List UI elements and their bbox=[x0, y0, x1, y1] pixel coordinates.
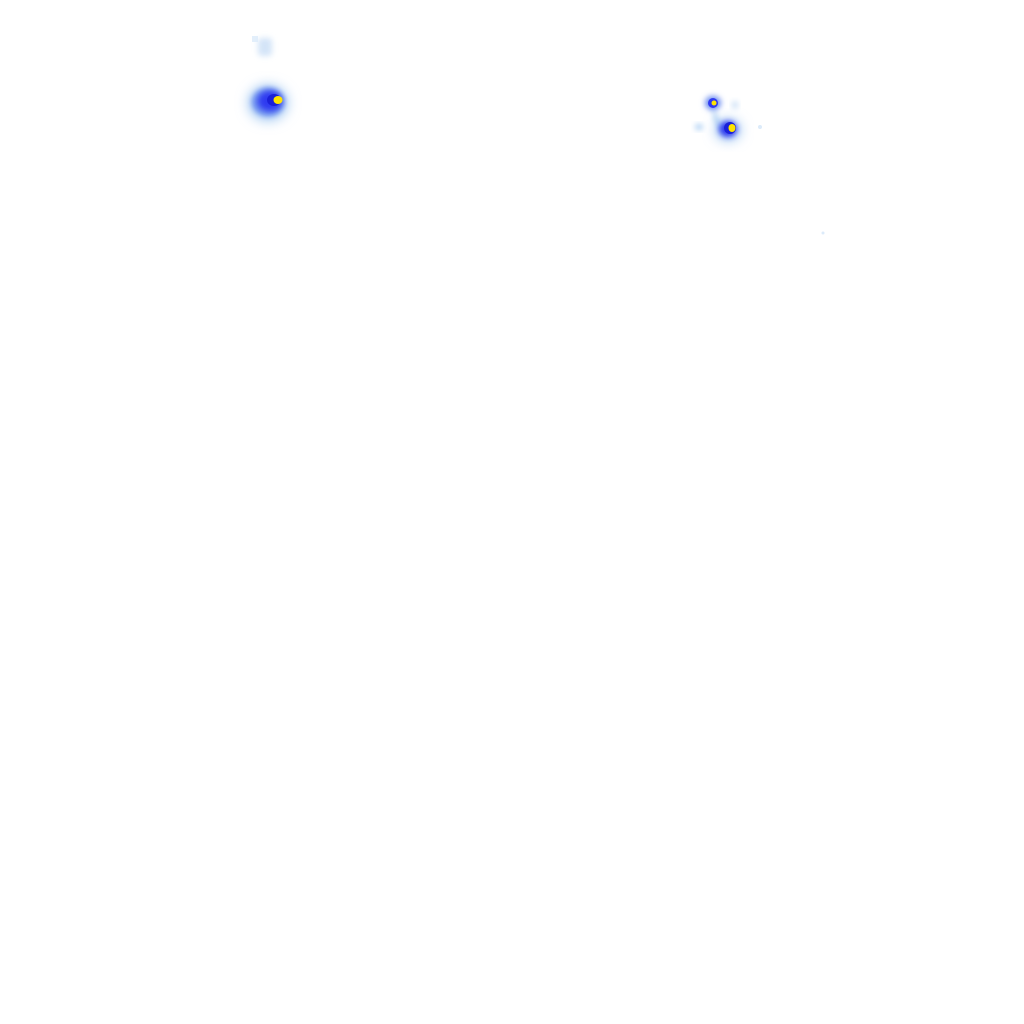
right-cluster-upper-hotspot bbox=[711, 100, 717, 106]
right-cluster-lower-hotspot bbox=[728, 124, 736, 132]
left-cluster bbox=[248, 85, 288, 121]
right-cluster bbox=[695, 96, 762, 141]
faint-speck-top-left bbox=[252, 36, 272, 56]
tiny-speck bbox=[821, 231, 825, 235]
left-cluster-hotspot bbox=[273, 96, 283, 104]
